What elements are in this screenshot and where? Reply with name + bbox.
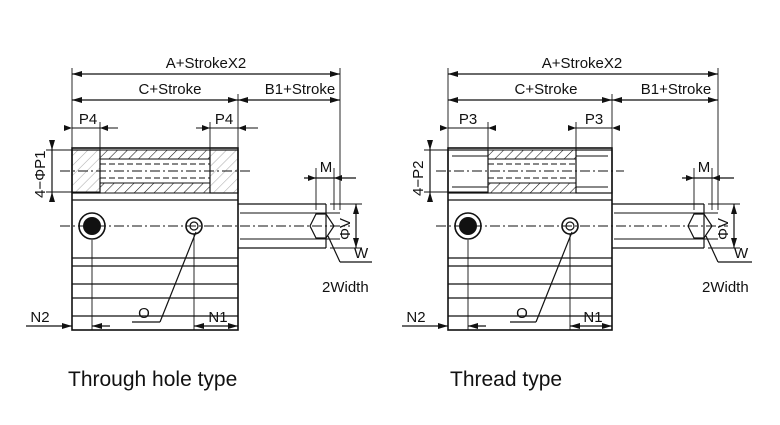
port-right-label: P4 [215, 111, 233, 128]
dim-body-label: C+Stroke [139, 81, 202, 98]
dim-total-left: A+StrokeX2 [71, 55, 341, 210]
caption-through-hole: Through hole type [68, 368, 237, 391]
caption-thread: Thread type [450, 368, 562, 391]
rod-dia-label: ΦV [715, 218, 732, 240]
mount-holes-label: 4−ΦP1 [32, 151, 49, 198]
port-o-label: O [138, 305, 150, 322]
wrench-flat-label: W [734, 245, 749, 262]
thread-view: A+StrokeX2 C+Stroke B1+Stroke P3 P3 [402, 55, 752, 391]
through-hole-view: A+StrokeX2 C+Stroke B1+Stroke P4 P4 [26, 55, 372, 391]
wrench-width-label: 2Width [322, 279, 369, 296]
piston-rod-right [436, 203, 728, 249]
dim-body-label: C+Stroke [515, 81, 578, 98]
rod-flat-label: M [698, 159, 711, 176]
port-o-label: O [516, 305, 528, 322]
dim-rod-label: B1+Stroke [265, 81, 335, 98]
port-left-label: P3 [459, 111, 477, 128]
port-dims-left: P4 P4 [64, 111, 258, 150]
dim-rod-label: B1+Stroke [641, 81, 711, 98]
rod-dia-label: ΦV [337, 218, 354, 240]
cylinder-body-left [60, 147, 250, 331]
port-fittings-left [78, 212, 203, 240]
dim-total-label: A+StrokeX2 [542, 55, 622, 72]
mount-holes-label: 4−P2 [410, 161, 427, 196]
rod-dims-right: M ΦV W 2Width [682, 159, 752, 296]
offset-left-label: N2 [30, 309, 49, 326]
dim-body-left: C+Stroke B1+Stroke [72, 81, 340, 150]
bottom-dims-left: N2 O N1 [26, 231, 238, 330]
cylinder-body-right [436, 147, 624, 331]
rod-flat-label: M [320, 159, 333, 176]
wrench-flat-label: W [354, 245, 369, 262]
dim-body-right: C+Stroke B1+Stroke [448, 81, 718, 150]
port-right-label: P3 [585, 111, 603, 128]
offset-right-label: N1 [208, 309, 227, 326]
port-dims-right: P3 P3 [440, 111, 620, 150]
rod-dims-left: M ΦV W 2Width [304, 159, 372, 296]
dim-total-label: A+StrokeX2 [166, 55, 246, 72]
offset-right-label: N1 [583, 309, 602, 326]
piston-rod-left [60, 203, 350, 249]
dim-total-right: A+StrokeX2 [447, 55, 719, 210]
wrench-width-label: 2Width [702, 279, 749, 296]
bottom-dims-right: N2 O N1 [402, 231, 612, 330]
offset-left-label: N2 [406, 309, 425, 326]
port-left-label: P4 [79, 111, 97, 128]
